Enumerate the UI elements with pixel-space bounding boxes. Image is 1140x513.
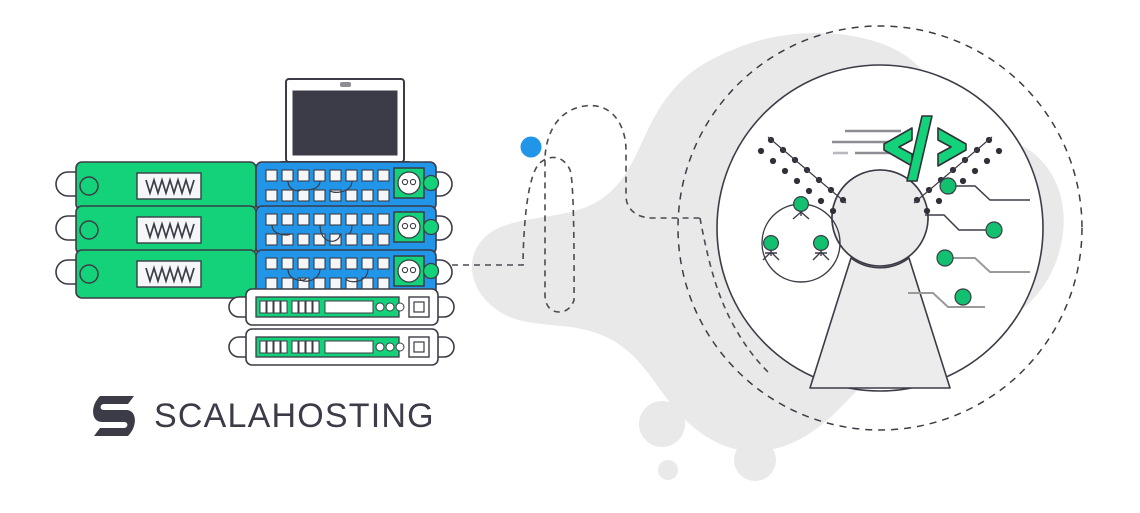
web-server-unit	[55, 205, 257, 255]
circuit-dot	[936, 249, 954, 267]
keyhole-body	[809, 257, 951, 389]
power-socket-icon	[397, 215, 421, 239]
switch-unit	[228, 328, 455, 366]
dotted-rays-group	[757, 136, 1003, 215]
patch-panel-stack	[255, 161, 453, 299]
circuit-dot	[939, 177, 957, 195]
patch-panel-unit	[255, 205, 453, 255]
user-node-diagram	[761, 196, 841, 283]
scalahosting-logo-path	[93, 396, 135, 436]
blue-dot-marker	[520, 136, 542, 158]
user-node-top-dot	[792, 196, 809, 213]
circuit-trace-4	[908, 288, 985, 308]
user-node-left-dot	[762, 235, 779, 252]
switch-port-block-1	[259, 340, 288, 354]
decor-circle	[639, 401, 685, 447]
web-server-status-circle	[79, 176, 99, 196]
user-node-left	[762, 235, 780, 261]
circuit-trace-2	[925, 214, 1003, 239]
socket-pin	[401, 266, 409, 274]
switch-right-tab	[433, 296, 455, 318]
dotted-ray-left	[757, 136, 847, 215]
web-server-stack	[55, 161, 257, 299]
user-node-right-dot	[812, 235, 829, 252]
dashed-connector-group	[452, 104, 769, 373]
web-server-www-glyph	[145, 177, 195, 196]
decor-circle	[734, 439, 776, 481]
brand-lockup: SCALAHOSTING	[88, 392, 435, 440]
brand-name: SCALAHOSTING	[154, 397, 435, 435]
dashed-cable-path-lower	[699, 217, 769, 373]
patch-panel-ports	[265, 169, 390, 202]
keyhole-circle	[831, 169, 929, 267]
circuit-trace-group	[908, 177, 1030, 308]
switch-port-block-2	[291, 300, 320, 314]
switch-display-strip	[324, 340, 374, 354]
patch-panel-cables	[287, 268, 369, 283]
patch-panel-cables	[271, 224, 353, 242]
switch-left-tab	[228, 336, 250, 358]
socket-pin	[409, 178, 417, 186]
web-server-left-tab	[55, 259, 79, 285]
circuit-trace-3	[936, 249, 1030, 273]
webcam-dot	[340, 82, 351, 87]
socket-pin	[409, 222, 417, 230]
circuit-dot	[954, 288, 972, 306]
user-node-top	[792, 196, 810, 220]
dotted-ray-right	[913, 136, 1003, 215]
patch-panel-led	[422, 262, 440, 280]
patch-panel-cables	[287, 180, 353, 193]
switch-left-tab	[228, 296, 250, 318]
dashed-cable-path	[452, 104, 700, 313]
code-text-lines	[832, 129, 901, 155]
web-server-www-glyph	[145, 265, 195, 284]
laptop	[269, 78, 421, 177]
circuit-trace-1	[939, 177, 1030, 201]
user-node-right	[812, 235, 830, 261]
patch-panel-ports	[265, 257, 390, 290]
circuit-dot	[985, 221, 1003, 239]
switch-leds	[375, 302, 405, 312]
web-server-www-glyph	[145, 221, 195, 240]
outer-dashed-circle	[677, 25, 1083, 431]
switch-square-indicator-inner	[413, 341, 425, 353]
code-symbol-icon	[883, 115, 967, 182]
patch-panel-ports	[265, 213, 390, 246]
switch-port-block-2	[291, 340, 320, 354]
keyhole-shape	[809, 169, 951, 389]
switch-port-block-1	[259, 300, 288, 314]
patch-panel-unit	[255, 249, 453, 299]
power-socket-icon	[397, 259, 421, 283]
code-symbol-right-angle	[937, 127, 967, 167]
laptop-screen	[292, 90, 398, 156]
web-server-left-tab	[55, 215, 79, 241]
switch-right-tab	[433, 336, 455, 358]
power-socket-icon	[397, 171, 421, 195]
decor-circle	[658, 460, 678, 480]
scalahosting-s-logo	[93, 396, 135, 436]
code-symbol-slash	[906, 115, 933, 182]
decor-circle	[706, 414, 730, 438]
socket-pin	[401, 222, 409, 230]
web-server-status-circle	[79, 264, 99, 284]
web-server-unit	[55, 249, 257, 299]
switch-unit	[228, 288, 455, 326]
patch-panel-unit	[255, 161, 453, 211]
web-server-left-tab	[55, 171, 79, 197]
switch-leds	[375, 342, 405, 352]
decor-circle-group	[639, 401, 776, 481]
switch-stack	[228, 288, 455, 366]
socket-pin	[401, 178, 409, 186]
socket-pin	[409, 266, 417, 274]
switch-square-indicator-inner	[413, 301, 425, 313]
web-server-unit	[55, 161, 257, 211]
switch-display-strip	[324, 300, 374, 314]
patch-panel-led	[422, 174, 440, 192]
keyhole-graphic	[716, 64, 1044, 392]
web-server-status-circle	[79, 220, 99, 240]
patch-panel-led	[422, 218, 440, 236]
